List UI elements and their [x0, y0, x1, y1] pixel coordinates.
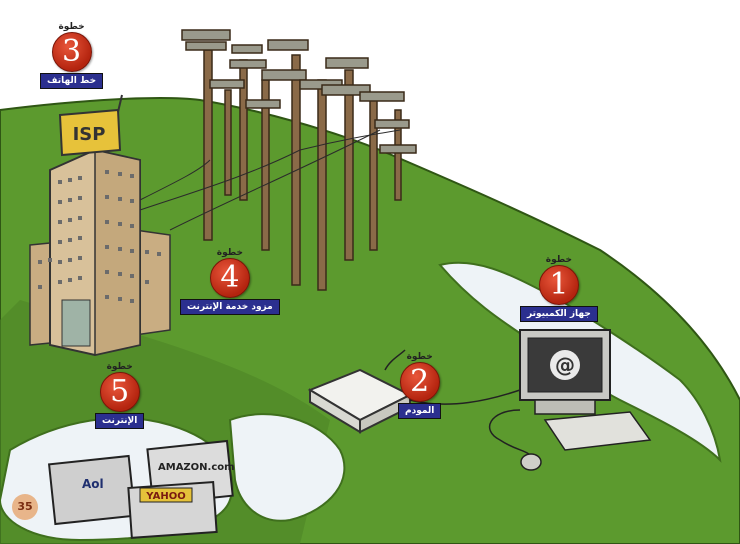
step-number-badge: 2	[399, 362, 440, 402]
telephone-poles	[139, 29, 417, 291]
step-5: خطوة 5 الإنترنت	[95, 362, 145, 429]
step-number-badge: 5	[99, 372, 140, 412]
step-label-isp: مزود خدمة الإنترنت	[180, 299, 280, 315]
step-4: خطوة 4 مزود خدمة الإنترنت	[180, 248, 280, 315]
step-number-badge: 3	[51, 32, 92, 72]
step-label-computer: جهاز الكمبيوتر	[520, 306, 598, 322]
yahoo-logo: YAHOO	[145, 491, 185, 502]
step-label-internet: الإنترنت	[95, 413, 145, 429]
step-label-phone-line: خط الهاتف	[40, 73, 104, 89]
aol-logo: Aol	[82, 477, 104, 491]
isp-building: ISP	[29, 94, 171, 357]
step-number-badge: 1	[538, 265, 579, 305]
website-windows: Aol AMAZON.com YAHOO	[47, 439, 235, 539]
step-1: خطوة 1 جهاز الكمبيوتر	[520, 255, 598, 322]
step-3: خطوة 3 خط الهاتف	[40, 22, 104, 89]
step-label-modem: المودم	[398, 403, 442, 419]
isp-sign-text: ISP	[73, 124, 106, 145]
computer: @	[488, 329, 652, 471]
modem	[307, 349, 521, 434]
screen-at-symbol: @	[555, 353, 575, 377]
step-2: خطوة 2 المودم	[398, 352, 442, 419]
step-word: خطوة	[106, 362, 133, 372]
step-number-badge: 4	[209, 258, 250, 298]
amazon-logo: AMAZON.com	[158, 462, 235, 473]
step-word: خطوة	[545, 255, 573, 265]
water-patch-bottom-mid	[228, 413, 346, 522]
page-number: 35	[12, 494, 38, 520]
step-word: خطوة	[216, 248, 243, 258]
step-word: خطوة	[406, 352, 433, 362]
step-word: خطوة	[58, 22, 85, 32]
